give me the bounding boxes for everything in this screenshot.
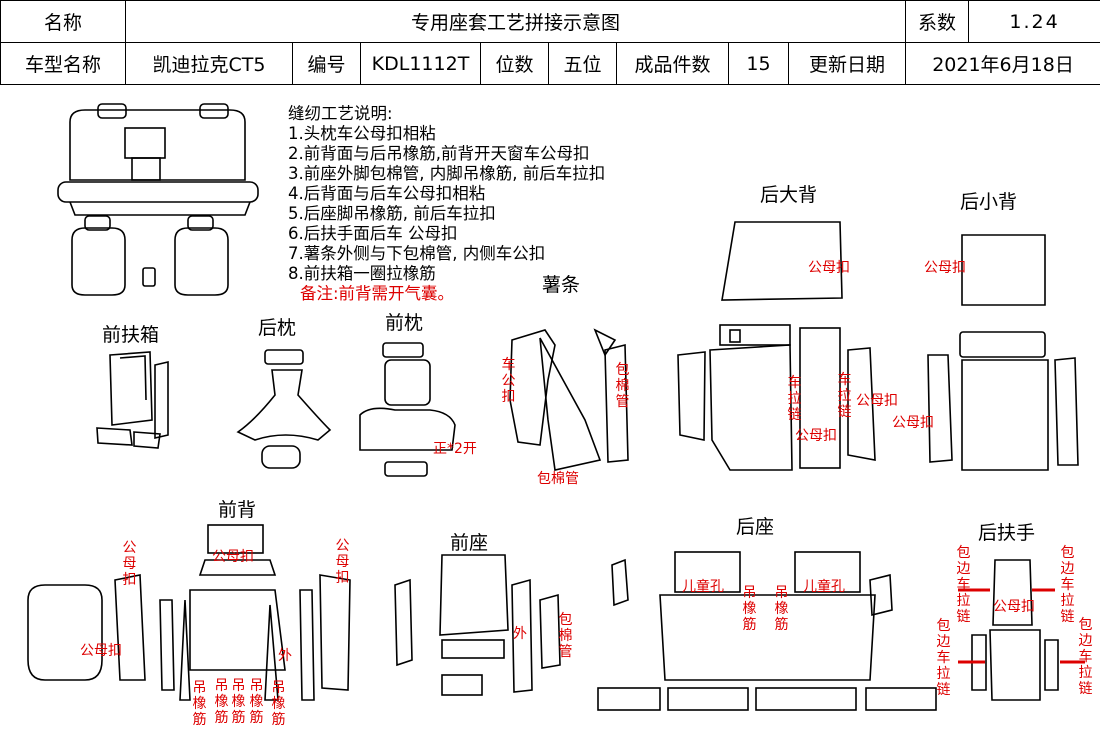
code-label: 编号 xyxy=(292,42,361,85)
code-value: KDL1112T xyxy=(360,42,481,85)
section-front-armbox: 前扶箱 xyxy=(102,324,160,346)
front-back-band-3: 吊橡筋 xyxy=(231,678,246,726)
coef-label: 系数 xyxy=(905,0,970,43)
name-label: 名称 xyxy=(0,0,126,43)
rear-armrest-edge-zip-tr: 包边车拉链 xyxy=(1060,545,1075,625)
seats-value: 五位 xyxy=(548,42,617,85)
note-item: 4.后背面与后车公母扣相粘 xyxy=(288,184,486,203)
section-rear-headrest: 后枕 xyxy=(258,317,297,339)
fries-pad-tube-bottom-label: 包棉管 xyxy=(537,471,579,487)
front-back-snap-panel: 公母扣 xyxy=(80,643,122,659)
rear-seat-child-hole-right: 儿童孔 xyxy=(803,579,845,595)
page-title: 专用座套工艺拼接示意图 xyxy=(124,0,907,43)
rear-seat-drawing xyxy=(597,551,937,711)
front-back-band-1: 吊橡筋 xyxy=(192,680,207,728)
section-rear-small-back: 后小背 xyxy=(960,191,1018,213)
rear-big-back-snap-center: 公母扣 xyxy=(795,428,837,444)
rear-armrest-edge-zip-br: 包边车拉链 xyxy=(1078,617,1093,697)
fries-car-snap-label: 车公扣 xyxy=(501,357,516,405)
rear-armrest-edge-zip-bl: 包边车拉链 xyxy=(936,618,951,698)
front-seat-drawing xyxy=(394,554,561,696)
front-back-outer-label: 外 xyxy=(278,648,292,664)
section-front-back: 前背 xyxy=(218,499,257,521)
note-item: 2.前背面与后吊橡筋,前背开天窗车公母扣 xyxy=(288,144,590,163)
pattern-diagram xyxy=(27,103,1085,711)
note-item: 1.头枕车公母扣相粘 xyxy=(288,124,436,143)
rear-armrest-snap-label: 公母扣 xyxy=(993,599,1035,615)
note-item: 8.前扶箱一圈拉橡筋 xyxy=(288,264,436,283)
rear-seat-child-hole-left: 儿童孔 xyxy=(682,579,724,595)
rear-big-back-drawing xyxy=(677,221,876,471)
rear-small-back-snap-side: 公母扣 xyxy=(892,415,934,431)
note-item: 5.后座脚吊橡筋, 前后车拉扣 xyxy=(288,204,496,223)
section-front-seat: 前座 xyxy=(450,532,489,554)
rear-seat-band-left: 吊橡筋 xyxy=(742,585,757,633)
seats-label: 位数 xyxy=(480,42,549,85)
sewing-notes: 缝纫工艺说明: 1.头枕车公母扣相粘 2.前背面与后吊橡筋,前背开天窗车公母扣 … xyxy=(288,104,605,304)
front-seat-outer-label: 外 xyxy=(513,626,527,642)
section-fries: 薯条 xyxy=(542,274,581,296)
headrest-note: 正*2开 xyxy=(433,441,477,457)
section-rear-seat: 后座 xyxy=(736,516,775,538)
front-back-band-2: 吊橡筋 xyxy=(214,678,229,726)
front-back-band-4: 吊橡筋 xyxy=(249,678,264,726)
rear-headrest-drawing xyxy=(236,349,332,469)
notes-title: 缝纫工艺说明: xyxy=(288,104,393,123)
front-back-snap-left: 公母扣 xyxy=(122,540,137,588)
front-headrest-drawing xyxy=(359,342,456,477)
date-label: 更新日期 xyxy=(787,42,907,85)
fries-pad-tube-label: 包棉管 xyxy=(615,362,630,410)
pieces-label: 成品件数 xyxy=(616,42,729,85)
model-value: 凯迪拉克CT5 xyxy=(125,42,293,85)
car-overview-drawing xyxy=(57,103,259,296)
front-back-drawing xyxy=(27,524,351,701)
note-item: 3.前座外脚包棉管, 内脚吊橡筋, 前后车拉扣 xyxy=(288,164,606,183)
front-seat-pad-tube: 包棉管 xyxy=(558,612,573,660)
section-rear-armrest: 后扶手 xyxy=(978,522,1036,544)
date-value: 2021年6月18日 xyxy=(905,42,1100,85)
rear-armrest-edge-zip-tl: 包边车拉链 xyxy=(956,545,971,625)
note-item: 7.薯条外侧与下包棉管, 内侧车公扣 xyxy=(288,244,546,263)
coef-value: 1.24 xyxy=(968,0,1100,43)
rear-big-back-snap-label: 公母扣 xyxy=(808,260,850,276)
note-item: 6.后扶手面后车 公母扣 xyxy=(288,224,458,243)
rear-small-back-snap-top: 公母扣 xyxy=(924,260,966,276)
front-back-snap-top: 公母扣 xyxy=(212,549,254,565)
fries-drawing xyxy=(509,328,629,471)
rear-armrest-drawing xyxy=(958,559,1085,701)
pieces-value: 15 xyxy=(728,42,789,85)
rear-big-back-zip-left: 车拉链 xyxy=(787,375,802,423)
front-armbox-drawing xyxy=(96,351,169,449)
front-back-snap-right: 公母扣 xyxy=(335,538,350,586)
rear-seat-band-right: 吊橡筋 xyxy=(774,585,789,633)
rear-big-back-snap-right: 公母扣 xyxy=(856,393,898,409)
rear-big-back-zip-right: 车拉链 xyxy=(837,372,852,420)
section-rear-big-back: 后大背 xyxy=(760,184,818,206)
model-label: 车型名称 xyxy=(0,42,126,85)
notes-remark: 备注:前背需开气囊。 xyxy=(300,284,455,303)
rear-small-back-drawing xyxy=(927,234,1079,471)
front-back-band-5: 吊橡筋 xyxy=(271,680,286,728)
section-front-headrest: 前枕 xyxy=(385,312,424,334)
header-table: 名称 专用座套工艺拼接示意图 系数 1.24 车型名称 凯迪拉克CT5 编号 K… xyxy=(0,0,1100,85)
